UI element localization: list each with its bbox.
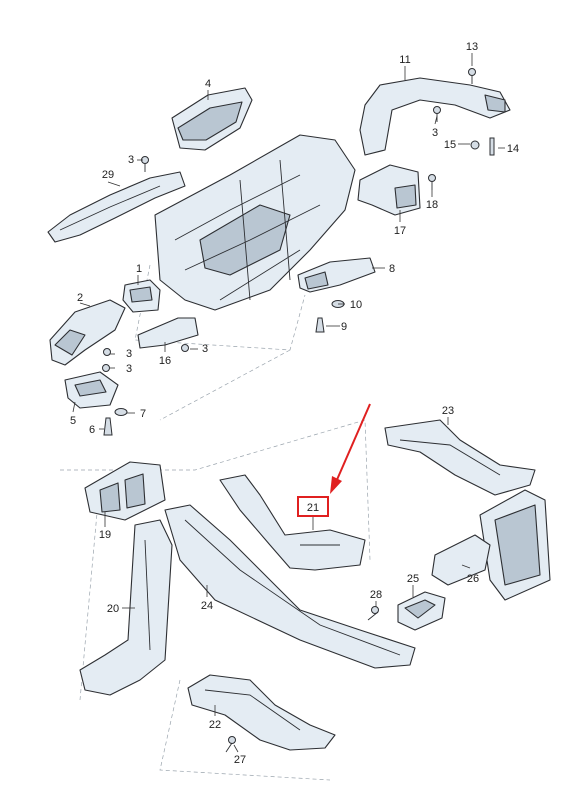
callout-24: 24 <box>201 600 213 612</box>
callout-28: 28 <box>370 589 382 601</box>
callout-16: 16 <box>159 355 171 367</box>
duct-part-22 <box>187 674 336 751</box>
callout-19: 19 <box>99 529 111 541</box>
heater-box-assembly <box>154 134 356 311</box>
duct-part-20 <box>79 519 173 696</box>
vent-part-5 <box>64 371 119 409</box>
callout-3: 3 <box>126 363 132 375</box>
callout-labels: 1 2 3 3 3 3 3 4 5 6 7 8 9 10 11 13 14 15… <box>70 41 519 766</box>
callout-9: 9 <box>341 321 347 333</box>
callout-18: 18 <box>426 199 438 211</box>
callout-11: 11 <box>399 54 410 66</box>
callout-15: 15 <box>444 139 456 151</box>
assembly-outline-lower <box>79 479 331 781</box>
callout-1: 1 <box>136 263 142 275</box>
callout-3: 3 <box>432 127 438 139</box>
duct-part-1 <box>122 279 161 313</box>
callout-29: 29 <box>102 169 114 181</box>
vent-part-25 <box>397 591 446 631</box>
callout-3: 3 <box>202 343 208 355</box>
highlight-marker <box>297 403 371 517</box>
callout-22: 22 <box>209 719 221 731</box>
duct-part-8 <box>297 257 376 293</box>
callout-21: 21 <box>307 502 319 514</box>
duct-part-11 <box>359 77 511 156</box>
callout-8: 8 <box>389 263 395 275</box>
callout-2: 2 <box>77 292 83 304</box>
callout-13: 13 <box>466 41 478 53</box>
duct-part-4 <box>171 87 253 151</box>
fasteners <box>102 68 495 753</box>
callout-3: 3 <box>128 154 134 166</box>
callout-17: 17 <box>394 225 406 237</box>
callout-10: 10 <box>350 299 362 311</box>
callout-3: 3 <box>126 348 132 360</box>
callout-23: 23 <box>442 405 454 417</box>
duct-part-21 <box>219 474 366 571</box>
leader-lines <box>72 53 505 753</box>
bracket-part-16 <box>137 317 199 349</box>
callout-7: 7 <box>140 408 146 420</box>
trim-panel-part-26 <box>431 489 551 601</box>
duct-part-17 <box>357 164 421 216</box>
duct-part-2 <box>49 299 126 366</box>
callout-25: 25 <box>407 573 419 585</box>
callout-27: 27 <box>234 754 246 766</box>
duct-part-23 <box>384 419 536 496</box>
callout-4: 4 <box>205 78 211 90</box>
callout-5: 5 <box>70 415 76 427</box>
callout-26: 26 <box>467 573 479 585</box>
duct-part-19 <box>84 461 166 521</box>
callout-6: 6 <box>89 424 95 436</box>
callout-20: 20 <box>107 603 119 615</box>
callout-14: 14 <box>507 143 519 155</box>
duct-part-29 <box>47 171 186 243</box>
duct-part-24 <box>164 504 416 669</box>
